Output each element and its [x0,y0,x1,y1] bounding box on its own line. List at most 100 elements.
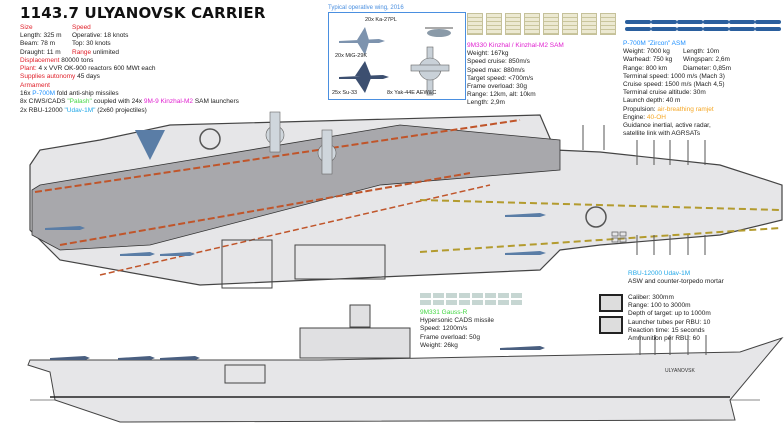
armament-line1-prefix: 16x [20,90,31,98]
yak44-label: 8x Yak-44E AEW&C [387,90,437,96]
hypersonic-cells [420,293,523,305]
sam-cell [486,13,502,35]
sam-cell [467,13,483,35]
sam-cell [543,13,559,35]
speed-label: Speed [72,24,91,31]
side-hull [27,336,784,423]
sam-cell [524,13,540,35]
rbu-launcher-icons [599,294,623,334]
asm-name: P-700M "Zircon" ASM [623,40,686,47]
yak44-awacs-icon [410,46,450,96]
rbu-specs: Caliber: 300mm Range: 100 to 3000m Depth… [628,294,711,343]
rbu-ammo: Ammunition per RBU: 60 [628,335,700,343]
hypersonic-cell [485,293,496,298]
sam-cell [562,13,578,35]
draught-spec: Draught: 11 m [20,48,61,56]
hypersonic-weight: Weight: 26kg [420,341,458,349]
hypersonic-name: 9M331 Gauss-R [420,309,468,316]
hypersonic-overload: Frame overload: 50g [420,333,480,341]
sam-target-speed: Target speed: <700m/s [467,74,534,82]
asm-guidance-2: satellite link with AGRSATs [623,130,701,138]
hypersonic-cell [498,300,509,305]
sam-cell [505,13,521,35]
asm-launch-depth: Launch depth: 40 m [623,97,681,105]
hypersonic-cell [433,293,444,298]
armament-section: Armament 16x P-700M fold anti-ship missi… [20,82,239,115]
asm-diameter: Diameter: 0,85m [683,64,732,72]
mig29-jet-icon [339,27,385,55]
armament-line2-suffix: SAM launchers [194,98,239,106]
displacement-label: Displacement [20,56,60,64]
rbu-name: RBU-12000 Udav-1M [628,270,691,277]
sam-name: 9M330 Kinzhal / Kinzhal-M2 SAM [467,42,564,49]
beam-spec: Beam: 78 m [20,40,56,48]
rbu-tubes: Launcher tubes per RBU: 10 [628,318,711,326]
takeoff-line-2 [419,227,781,253]
missile-icon [755,20,781,24]
rbu-launcher-icon [599,316,623,334]
missile-icon [651,27,677,31]
top-speed: Top: 30 knots [72,40,111,48]
missile-icon [703,20,729,24]
side-profile-view: ULYANOVSK [27,304,784,423]
side-antenna-masts [639,335,707,355]
asm-guidance: Guidance inertial, active radar, [623,122,711,130]
asm-wingspan: Wingspan: 2,6m [683,56,730,64]
autonomy-label: Supplies autonomy [20,73,76,81]
ship-name-label: ULYANOVSK [665,368,695,374]
asm-propulsion-label: Propulsion: [623,105,656,113]
hypersonic-cell [420,293,431,298]
deck-aircraft-icons [45,130,546,256]
island-side [299,327,411,359]
missile-icon [677,20,703,24]
range-label: Range [72,48,92,56]
hypersonic-cell [433,300,444,305]
mast-side [349,304,371,328]
hypersonic-cell [472,300,483,305]
sam-range: Range: 12km, alt: 10km [467,91,536,99]
length-spec: Length: 325 m [20,32,62,40]
hypersonic-cell [459,293,470,298]
air-wing-illustration [339,27,453,96]
asm-terminal-altitude: Terminal cruise altitude: 30m [623,89,706,97]
angled-landing-deck [31,124,561,251]
missile-icon [729,20,755,24]
asm-terminal-speed: Terminal speed: 1000 m/s (Mach 3) [623,72,725,80]
missile-icon [703,27,729,31]
sam-cell [581,13,597,35]
mig29-label: 20x MiG-29K [335,53,368,59]
air-wing-label: Typical operative wing, 2016 [328,5,404,11]
missile-icon [677,27,703,31]
asm-weight: Weight: 7000 kg [623,48,670,56]
deck-plan-view [29,111,783,289]
rbu-launcher-icon [599,294,623,312]
asm-engine-label: Engine: [623,113,646,121]
air-wing-box: 20x Ka-27PL 20x MiG-29K 25x Su-33 8x Yak… [328,12,466,100]
rbu-caliber: Caliber: 300mm [628,294,674,301]
hypersonic-cell [446,293,457,298]
rbu-depth: Depth of target: up to 1000m [628,310,711,318]
hypersonic-specs: 9M331 Gauss-R Hypersonic CADS missile Sp… [420,309,494,350]
rbu-reaction: Reaction time: 15 seconds [628,326,705,334]
size-label: Size [20,24,33,31]
operative-speed: Operative: 18 knots [72,32,129,40]
hypersonic-cell [485,300,496,305]
deck-antenna-masts [582,125,706,255]
plant-value: 4 x VVR OK-900 reactors 600 MWt each [38,65,156,73]
su33-jet-icon [339,61,389,93]
takeoff-line-1 [419,199,781,211]
rbu-desc: ASW and counter-torpedo mortar [628,278,724,286]
missile-icon [625,27,651,31]
armament-p700: P-700M [32,90,56,98]
armament-palash: "Palash" [67,98,92,106]
elevator [221,239,273,289]
hypersonic-cell [498,293,509,298]
ka27-helicopter-icon [425,27,453,37]
rbu-range: Range: 100 to 3000m [628,302,691,310]
asm-warhead: Warhead: 750 kg [623,56,673,64]
plant-label: Plant: [20,65,37,73]
sam-speed-max: Speed max: 880m/s [467,66,525,74]
ka27-label: 20x Ka-27PL [365,17,397,23]
missile-icon [755,27,781,31]
